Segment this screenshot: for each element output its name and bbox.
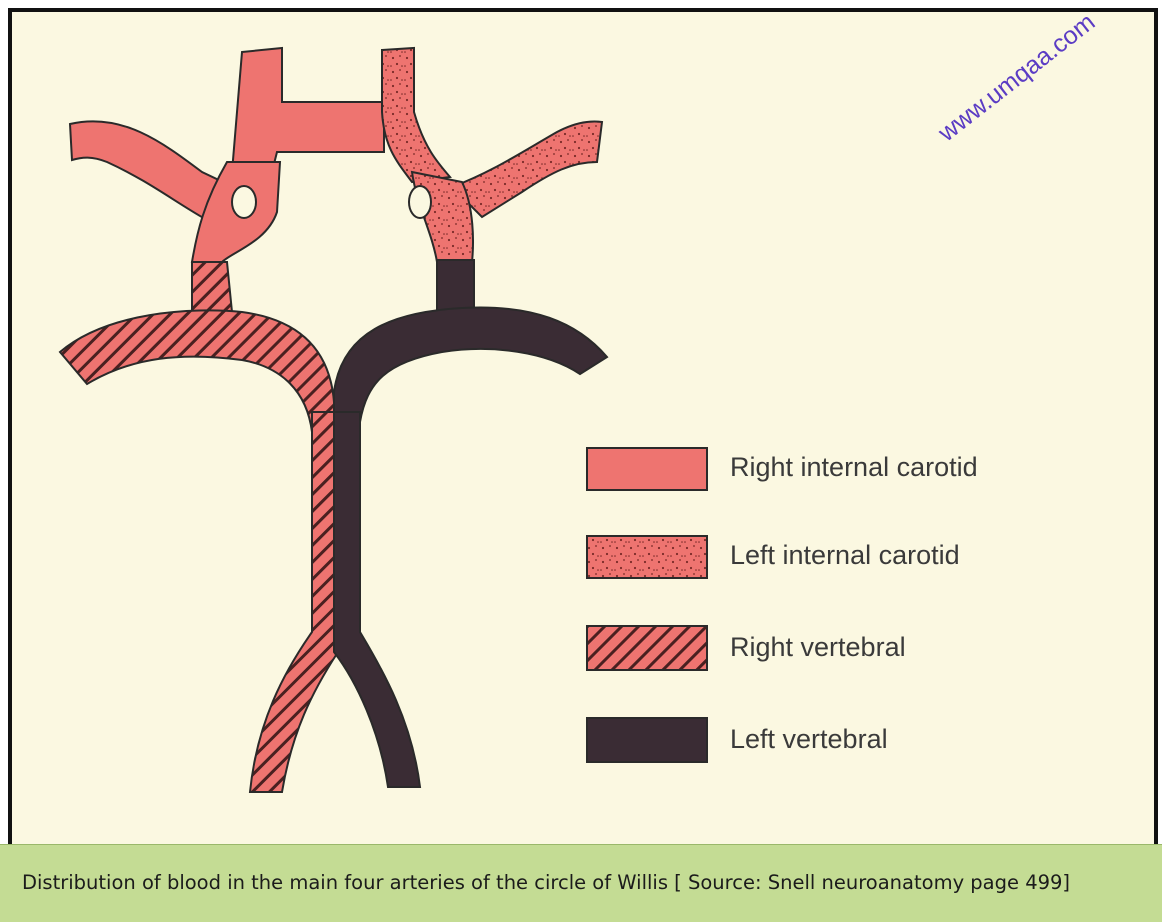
left-posterior-cerebral-dark	[333, 306, 609, 423]
legend-swatch-right-internal-carotid	[586, 447, 708, 491]
right-posterior-cerebral-hatched	[58, 309, 335, 433]
legend-swatch-left-vertebral	[586, 717, 708, 763]
legend-label-right-internal-carotid: Right internal carotid	[730, 452, 978, 482]
legend-swatch-left-internal-carotid	[586, 535, 708, 579]
left-vertebral-artery-dark	[333, 411, 422, 788]
right-vertebral-region	[58, 261, 339, 793]
right-vertebral-artery-hatched	[248, 411, 339, 793]
right-carotid-foramen	[231, 185, 257, 219]
figure-caption: Distribution of blood in the main four a…	[22, 871, 1071, 894]
diagram-frame: Right internal carotid Left internal car…	[8, 8, 1158, 844]
left-internal-carotid-region	[381, 46, 604, 263]
left-posterior-communicating-dark	[436, 259, 475, 311]
caption-bar: Distribution of blood in the main four a…	[0, 844, 1162, 922]
left-vertebral-region	[333, 259, 609, 788]
left-middle-cerebral	[450, 120, 604, 219]
left-carotid-foramen	[408, 185, 432, 219]
legend-label-right-vertebral: Right vertebral	[730, 632, 906, 662]
circle-of-willis-diagram	[58, 46, 708, 793]
legend-label-left-internal-carotid: Left internal carotid	[730, 540, 960, 570]
left-anterior-cerebral	[381, 46, 452, 184]
right-internal-carotid-region	[68, 46, 385, 263]
legend-label-left-vertebral: Left vertebral	[730, 724, 888, 754]
legend-swatches	[586, 447, 708, 763]
right-anterior-cerebral	[230, 46, 385, 173]
right-posterior-communicating-hatched	[191, 261, 234, 313]
legend-swatch-right-vertebral	[586, 625, 708, 671]
